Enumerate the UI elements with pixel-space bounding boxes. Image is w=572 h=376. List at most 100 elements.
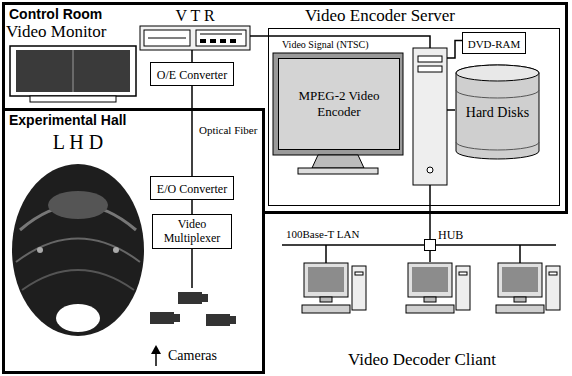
signal-label: Video Signal (NTSC) — [282, 39, 369, 51]
vtr-deck — [196, 30, 246, 46]
vtr-button — [200, 39, 206, 43]
video-monitor: Video Monitor — [6, 22, 142, 104]
lan-wire — [429, 185, 431, 206]
video-multiplexer: Video Multiplexer — [152, 214, 232, 249]
vtr-button — [230, 39, 236, 43]
vtr-button — [210, 39, 216, 43]
room-wall — [263, 211, 568, 214]
video-monitor-symbol — [10, 46, 136, 102]
connector-line — [191, 86, 193, 176]
node-text: L H D — [53, 130, 103, 154]
pc-tower — [352, 266, 366, 310]
pc-keyboard — [302, 305, 350, 313]
client-pc — [406, 263, 470, 313]
edge-label: Optical Fiber — [198, 124, 258, 137]
pc-monitor — [304, 263, 348, 297]
monitor-base — [298, 168, 378, 174]
drive-bay — [418, 66, 442, 72]
lan-bus — [282, 244, 556, 246]
vtr-button — [220, 39, 226, 43]
node-text: Hard Disks — [466, 104, 529, 121]
cylinder-body — [456, 65, 539, 159]
label-text: Video Signal (NTSC) — [282, 39, 369, 51]
monitor-screen — [16, 50, 130, 92]
pc-monitor — [498, 263, 542, 297]
monitor-base — [30, 96, 116, 102]
node-text: Video Monitor — [6, 22, 107, 42]
pc-keyboard — [406, 305, 454, 313]
dvd-ram-drive: DVD-RAM — [462, 32, 526, 54]
node-text: Video Encoder Server — [305, 6, 455, 26]
node-text: Cameras — [168, 347, 217, 365]
node-text: HUB — [438, 228, 463, 242]
pc-screen — [308, 267, 344, 292]
node-text: O/E Converter — [157, 68, 227, 82]
lhd-body — [12, 164, 144, 336]
camera-lens — [202, 294, 208, 302]
vtr-case — [140, 26, 250, 50]
power-button — [427, 167, 433, 173]
edge-label-holder: Optical Fiber — [198, 124, 258, 137]
monitor-case — [10, 46, 136, 96]
experimental-hall-region: Experimental HallL H D E/O ConverterVideo… — [2, 108, 265, 374]
node-text: E/O Converter — [157, 182, 227, 196]
screen-divider — [73, 50, 74, 92]
connector-line — [429, 206, 431, 239]
drive-bay — [459, 272, 467, 275]
node-text: Control Room — [9, 6, 102, 23]
camera-body — [206, 314, 230, 326]
monitor-stand — [312, 155, 364, 168]
camera-group: Cameras — [140, 288, 250, 370]
pc-stand — [424, 297, 436, 302]
connector-line — [429, 251, 431, 262]
camera-lens — [174, 314, 180, 322]
node-text: MPEG-2 Video Encoder — [283, 88, 395, 120]
disk-wire — [447, 109, 455, 111]
pointer-arrow — [155, 352, 157, 366]
connector-line — [191, 50, 193, 62]
client-pc — [496, 263, 560, 313]
lhd-detail — [113, 247, 119, 253]
platter-line — [456, 90, 539, 98]
pc-tower — [413, 48, 447, 185]
lhd-gap — [56, 304, 100, 332]
tape-slot — [148, 38, 186, 39]
camera-lens — [230, 316, 236, 324]
pc-stand — [320, 297, 332, 302]
drive-bay — [418, 56, 442, 62]
pc-screen — [502, 267, 538, 292]
node-text: Video Multiplexer — [158, 217, 226, 245]
tape-slot — [200, 34, 242, 35]
vtr-deck: V T R — [140, 6, 250, 50]
decoder-clients: Video Decoder Cliant — [282, 262, 562, 374]
lhd-device: L H D — [8, 130, 148, 342]
drive-bay — [549, 272, 557, 275]
client-pc — [302, 263, 366, 313]
eo-converter: E/O Converter — [150, 176, 234, 200]
oe-converter: O/E Converter — [150, 62, 234, 86]
pc-screen — [412, 267, 448, 292]
node-text: V T R — [175, 6, 214, 26]
vtr-symbol — [140, 26, 250, 50]
hub: HUB — [424, 225, 474, 253]
pc-keyboard — [496, 305, 544, 313]
node-text: Video Decoder Cliant — [348, 350, 496, 370]
vtr-deck — [144, 30, 190, 46]
monitor-bezel — [273, 53, 403, 155]
camera-body — [178, 292, 202, 304]
label-text: 100Base-T LAN — [286, 228, 359, 241]
encoder-pc-symbol — [268, 36, 462, 206]
connector-line — [191, 200, 193, 214]
drive-bay — [355, 272, 363, 275]
pc-tower — [546, 266, 560, 310]
pc-stand — [514, 297, 526, 302]
node-text: Experimental Hall — [9, 112, 127, 129]
lhd-coil — [22, 270, 134, 290]
lan-drop — [325, 245, 327, 263]
camera-body — [150, 312, 174, 324]
node-text: DVD-RAM — [468, 38, 521, 51]
lhd-detail — [37, 247, 43, 253]
lan-network — [282, 245, 556, 263]
